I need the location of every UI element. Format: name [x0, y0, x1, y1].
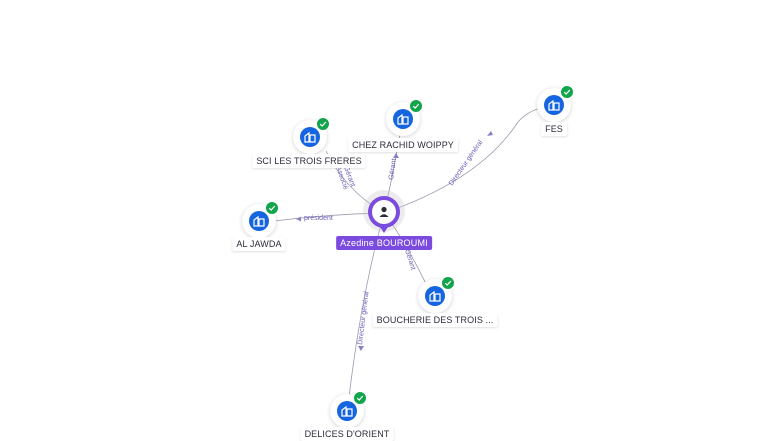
- company-node-boucherie[interactable]: [418, 276, 455, 313]
- center-node-pin: [378, 224, 390, 233]
- verified-check-icon: [316, 117, 330, 131]
- building-icon: [429, 290, 441, 302]
- center-person-node[interactable]: [368, 196, 400, 228]
- edge-label-boucherie: Gérant: [403, 248, 416, 271]
- company-label-jawda[interactable]: AL JAWDA: [232, 237, 286, 251]
- building-icon: [304, 131, 316, 143]
- arrow-chez: [393, 153, 399, 158]
- building-icon: [548, 99, 560, 111]
- edge-label-bottom: Directeur général: [357, 291, 371, 346]
- edge-fes: [383, 105, 553, 214]
- center-node-label[interactable]: Azedine BOUROUMI: [336, 236, 432, 250]
- verified-check-icon: [265, 201, 279, 215]
- company-node-fes[interactable]: [537, 85, 574, 122]
- building-icon: [253, 215, 265, 227]
- verified-check-icon: [353, 391, 367, 405]
- verified-check-icon: [409, 99, 423, 113]
- company-label-sci[interactable]: SCI LES TROIS FRERES: [252, 154, 366, 168]
- company-node-bottom[interactable]: [330, 391, 367, 428]
- arrow-jawda: [296, 216, 301, 222]
- company-label-bottom[interactable]: DELICES D'ORIENT: [300, 427, 394, 441]
- company-label-boucherie[interactable]: BOUCHERIE DES TROIS ...: [372, 313, 498, 327]
- person-icon: [379, 206, 389, 217]
- arrow-bottom: [358, 346, 364, 351]
- verified-check-icon: [441, 276, 455, 290]
- building-icon: [397, 113, 409, 125]
- arrow-fes: [487, 131, 493, 136]
- company-label-fes[interactable]: FES: [541, 122, 567, 136]
- company-node-sci[interactable]: [293, 117, 330, 154]
- edge-bottom: [347, 212, 385, 407]
- building-icon: [341, 405, 353, 417]
- company-node-jawda[interactable]: [242, 201, 279, 238]
- company-node-chez[interactable]: [386, 99, 423, 136]
- edge-label-jawda: président: [304, 215, 333, 222]
- edge-label-chez: Gérant: [388, 158, 398, 180]
- verified-check-icon: [560, 85, 574, 99]
- company-label-chez[interactable]: CHEZ RACHID WOIPPY: [348, 138, 458, 152]
- relationship-graph: président Gérant Associé Gérant Directeu…: [273, 105, 553, 407]
